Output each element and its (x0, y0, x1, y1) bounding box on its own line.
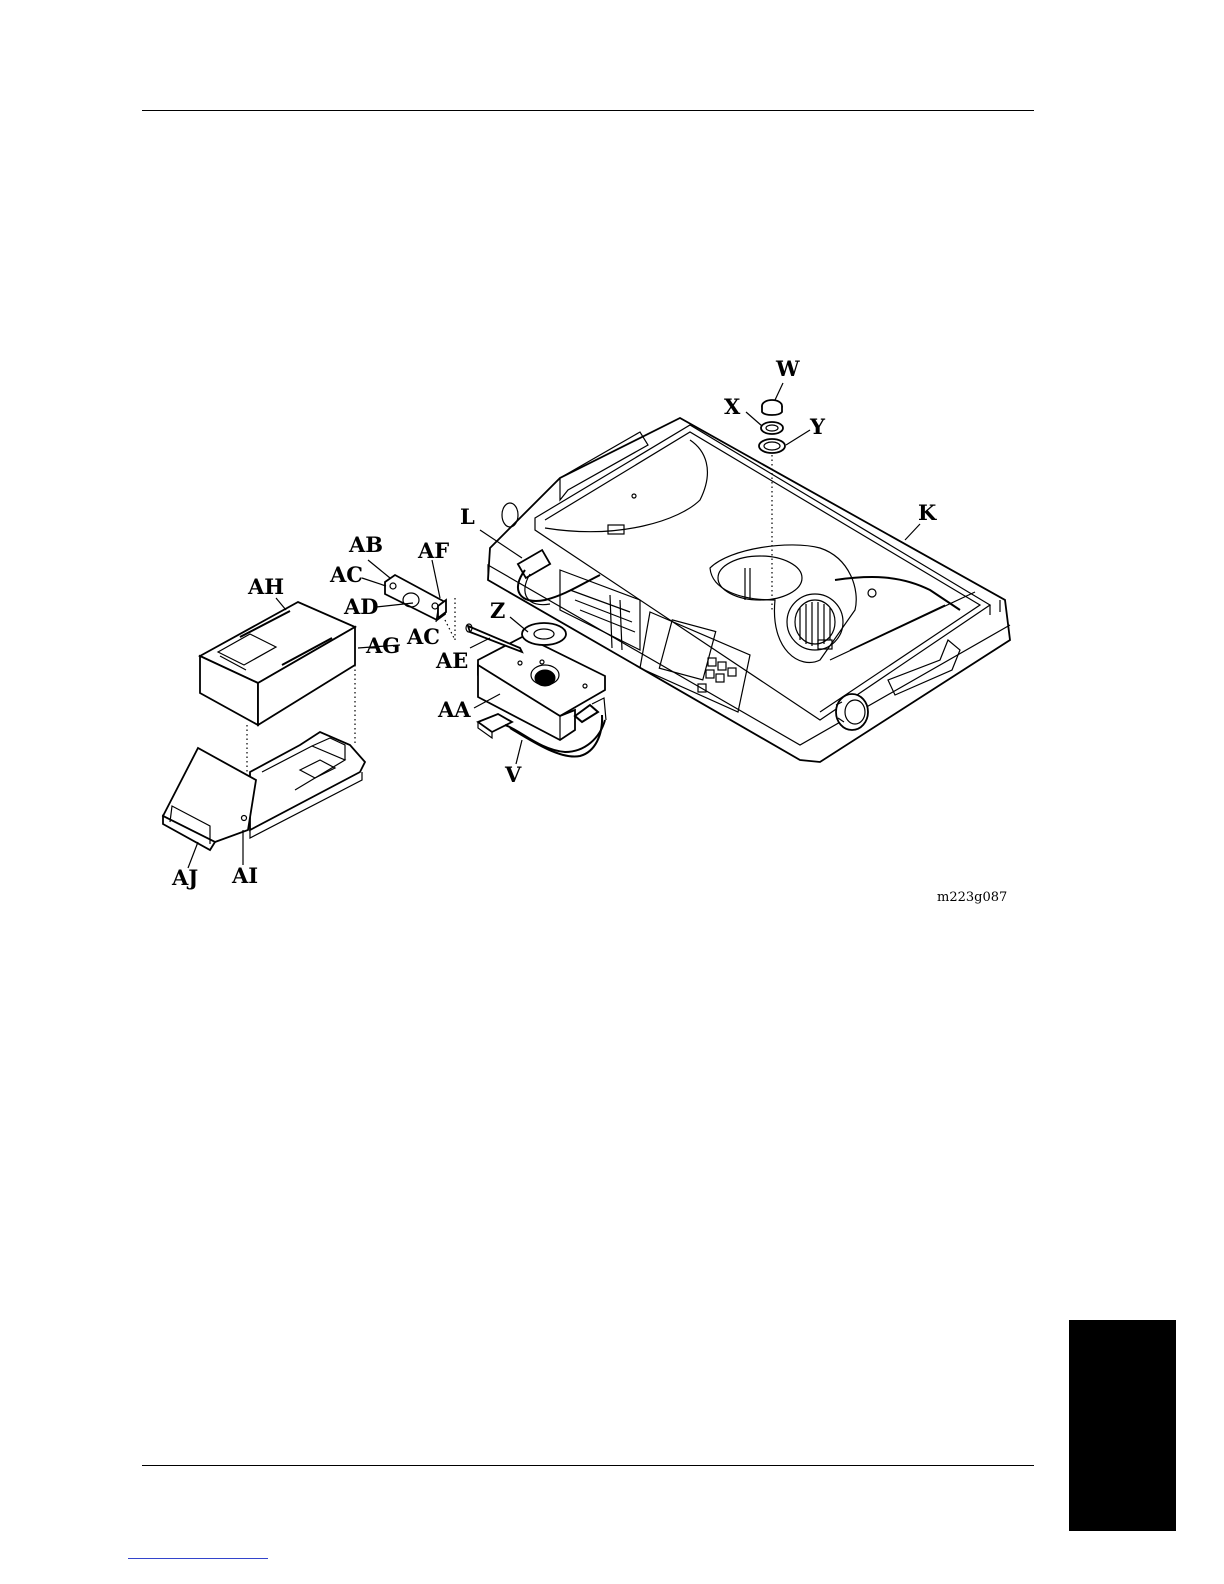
callout-aj: AJ (171, 865, 198, 890)
callout-ac-lower: AC (406, 624, 440, 649)
section-tab (1069, 1320, 1176, 1531)
callout-ac-upper: AC (329, 562, 363, 587)
callout-v: V (504, 762, 522, 787)
callout-ai: AI (231, 863, 258, 888)
callout-x: X (724, 394, 741, 419)
tray-ai (163, 732, 365, 850)
callout-ae: AE (435, 648, 468, 673)
callout-w: W (775, 356, 800, 381)
footer-rule (142, 1465, 1034, 1466)
callout-ag: AG (365, 633, 400, 658)
callout-ad: AD (343, 594, 379, 619)
figure-id: m223g087 (937, 890, 1007, 905)
callout-l: L (460, 504, 475, 529)
callout-aa: AA (437, 697, 471, 722)
callout-ah: AH (247, 574, 284, 599)
callout-ab: AB (348, 532, 383, 557)
callout-y: Y (809, 414, 826, 439)
callout-z: Z (490, 598, 505, 623)
component-aa (466, 623, 606, 757)
footer-link-underline[interactable] (128, 1558, 268, 1559)
callout-k: K (918, 500, 937, 525)
callout-af: AF (417, 538, 449, 563)
